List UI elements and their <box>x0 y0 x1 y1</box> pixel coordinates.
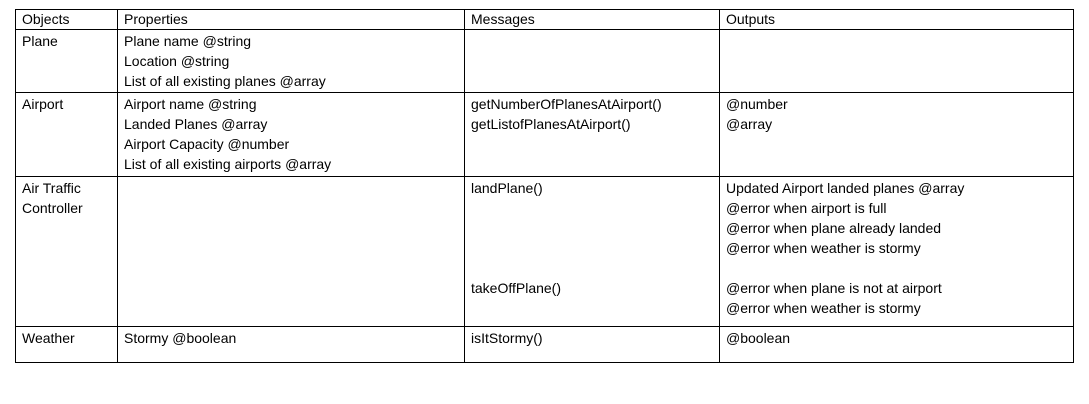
cell-line: @error when plane is not at airport <box>726 280 942 296</box>
objects-table: Objects Properties Messages Outputs Plan… <box>15 9 1074 363</box>
cell-line <box>471 258 713 278</box>
cell-line: @array <box>726 116 773 132</box>
cell-line: Plane name @string <box>124 33 252 49</box>
cell-line: landPlane() <box>471 180 543 196</box>
header-messages: Messages <box>464 9 720 30</box>
cell-line: Controller <box>22 200 83 216</box>
outputs-cell: Updated Airport landed planes @array @err… <box>719 176 1074 327</box>
header-outputs: Outputs <box>719 9 1074 30</box>
cell-line: takeOffPlane() <box>471 280 562 296</box>
cell-line: isItStormy() <box>471 330 543 346</box>
cell-line: @error when plane already landed <box>726 220 942 236</box>
cell-line <box>471 198 713 218</box>
properties-cell: Stormy @boolean <box>117 326 465 363</box>
properties-cell <box>117 176 465 327</box>
cell-line: Weather <box>22 330 75 346</box>
table-row: Weather Stormy @boolean isItStormy() @boole… <box>15 326 1074 363</box>
cell-line <box>471 238 713 258</box>
cell-line: @boolean <box>726 330 791 346</box>
cell-line: Updated Airport landed planes @array <box>726 180 965 196</box>
cell-line: Airport Capacity @number <box>124 136 290 152</box>
cell-line: @error when weather is stormy <box>726 300 921 316</box>
cell-line: getListofPlanesAtAirport() <box>471 116 631 132</box>
object-cell: Plane <box>15 29 118 93</box>
cell-line: @error when weather is stormy <box>726 240 921 256</box>
cell-line: List of all existing airports @array <box>124 156 332 172</box>
cell-line: Location @string <box>124 53 230 69</box>
messages-cell: isItStormy() <box>464 326 720 363</box>
cell-line: Airport <box>22 96 64 112</box>
cell-line <box>471 218 713 238</box>
outputs-cell: @boolean <box>719 326 1074 363</box>
outputs-cell <box>719 29 1074 93</box>
object-cell: Airport <box>15 92 118 177</box>
cell-line: @number <box>726 96 788 112</box>
cell-line: Landed Planes @array <box>124 116 268 132</box>
cell-line <box>726 258 1067 278</box>
header-objects: Objects <box>15 9 118 30</box>
cell-line: Air Traffic <box>22 180 81 196</box>
cell-line: List of all existing planes @array <box>124 73 326 89</box>
object-cell: Weather <box>15 326 118 363</box>
messages-cell: landPlane() takeOffPlane() <box>464 176 720 327</box>
cell-line: Airport name @string <box>124 96 257 112</box>
cell-line: @error when airport is full <box>726 200 887 216</box>
messages-cell <box>464 29 720 93</box>
header-row: Objects Properties Messages Outputs <box>15 9 1074 30</box>
cell-line: Plane <box>22 33 58 49</box>
header-properties: Properties <box>117 9 465 30</box>
outputs-cell: @number @array <box>719 92 1074 177</box>
messages-cell: getNumberOfPlanesAtAirport() getListofPla… <box>464 92 720 177</box>
cell-line: Stormy @boolean <box>124 330 237 346</box>
cell-line: getNumberOfPlanesAtAirport() <box>471 96 662 112</box>
